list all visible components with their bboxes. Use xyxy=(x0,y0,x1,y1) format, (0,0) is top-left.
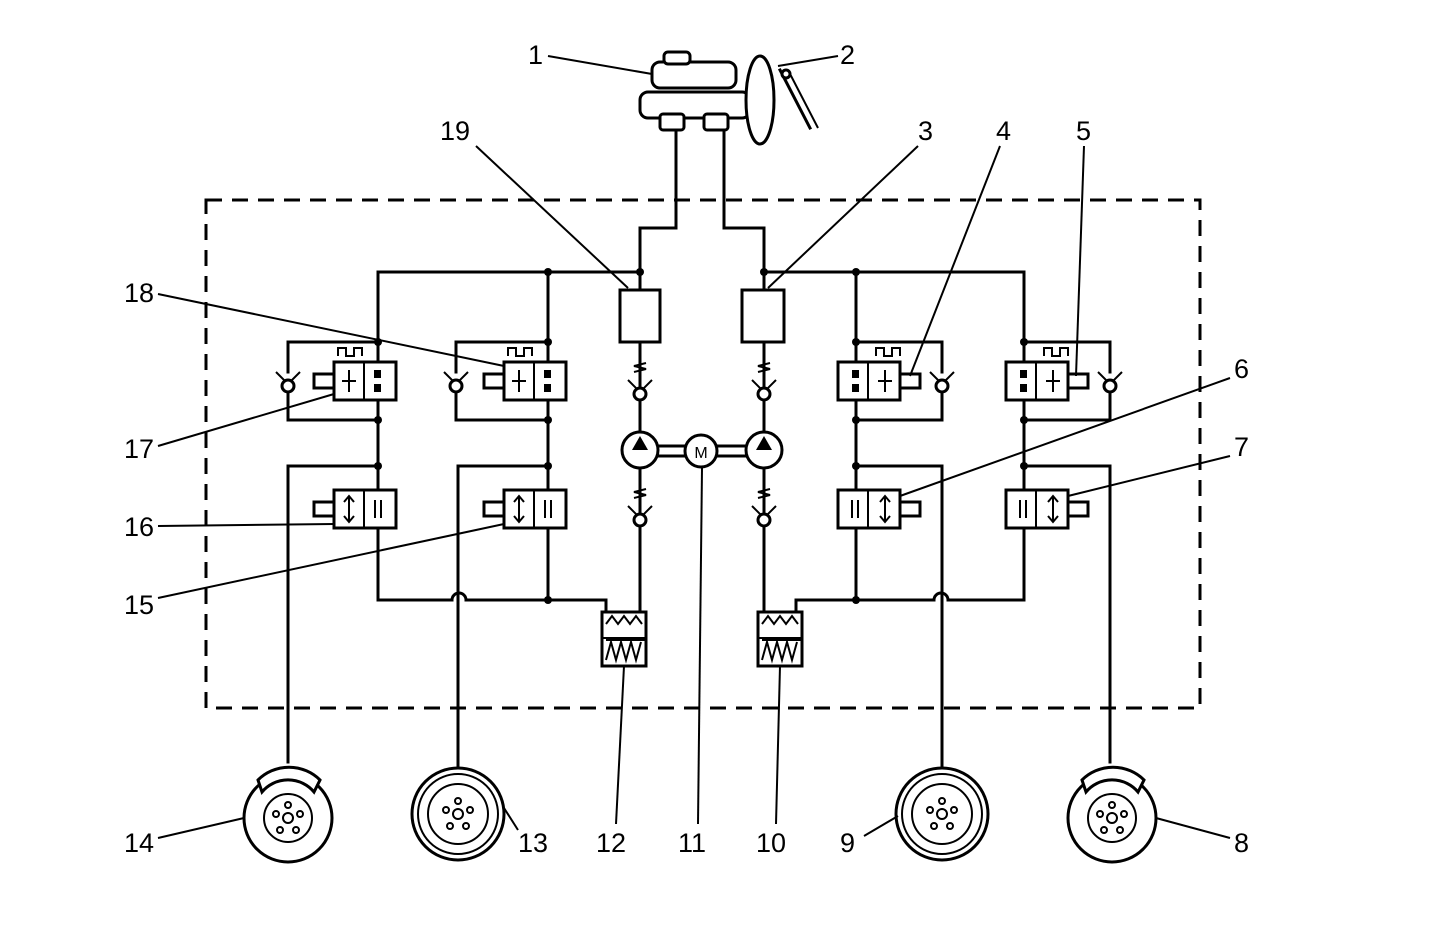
callout-4: 4 xyxy=(996,116,1011,146)
pump-check-valve xyxy=(627,488,653,528)
isolation-valve xyxy=(1004,347,1090,402)
low-pressure-accumulator xyxy=(600,610,648,668)
callout-9: 9 xyxy=(840,828,855,858)
pressure-damper xyxy=(740,270,786,344)
callout-10: 10 xyxy=(756,828,786,858)
isolation-valve xyxy=(836,347,922,402)
callout-1: 1 xyxy=(528,40,543,70)
hydraulic-modulator-boundary xyxy=(204,198,1202,710)
callout-2: 2 xyxy=(840,40,855,70)
callout-18: 18 xyxy=(124,278,154,308)
callout-15: 15 xyxy=(124,590,154,620)
junction-dots xyxy=(374,268,1028,604)
callout-8: 8 xyxy=(1234,828,1249,858)
check-valve xyxy=(1097,371,1123,394)
callout-13: 13 xyxy=(518,828,548,858)
motor-label: M xyxy=(694,445,707,462)
callout-16: 16 xyxy=(124,512,154,542)
master-cylinder xyxy=(638,50,752,132)
disc-brake xyxy=(1066,765,1158,864)
pump-check-valve xyxy=(751,488,777,528)
dump-valve xyxy=(312,488,398,530)
dump-valve xyxy=(482,488,568,530)
pump-check-valve xyxy=(627,362,653,402)
callout-6: 6 xyxy=(1234,354,1249,384)
drum-brake xyxy=(894,766,990,862)
pump xyxy=(744,430,784,470)
callout-3: 3 xyxy=(918,116,933,146)
low-pressure-accumulator xyxy=(756,610,804,668)
callout-numbers: 1 2 3 4 5 6 7 8 9 10 11 12 13 14 15 16 1… xyxy=(124,40,1249,858)
callout-19: 19 xyxy=(440,116,470,146)
callout-leaders xyxy=(157,55,1231,839)
callout-14: 14 xyxy=(124,828,154,858)
dump-valve xyxy=(1004,488,1090,530)
dump-valve xyxy=(836,488,922,530)
brake-booster xyxy=(744,54,819,146)
check-valve xyxy=(275,371,301,394)
isolation-valve xyxy=(312,347,398,402)
callout-7: 7 xyxy=(1234,432,1249,462)
pump-motor: M xyxy=(683,433,719,469)
check-valve xyxy=(443,371,469,394)
pump-check-valve xyxy=(751,362,777,402)
callout-5: 5 xyxy=(1076,116,1091,146)
pump xyxy=(620,430,660,470)
pressure-damper xyxy=(618,270,662,344)
check-valve xyxy=(929,371,955,394)
callout-11: 11 xyxy=(678,828,706,858)
isolation-valve xyxy=(482,347,568,402)
callout-17: 17 xyxy=(124,434,154,464)
drum-brake xyxy=(410,766,506,862)
disc-brake xyxy=(242,765,334,864)
callout-12: 12 xyxy=(596,828,626,858)
